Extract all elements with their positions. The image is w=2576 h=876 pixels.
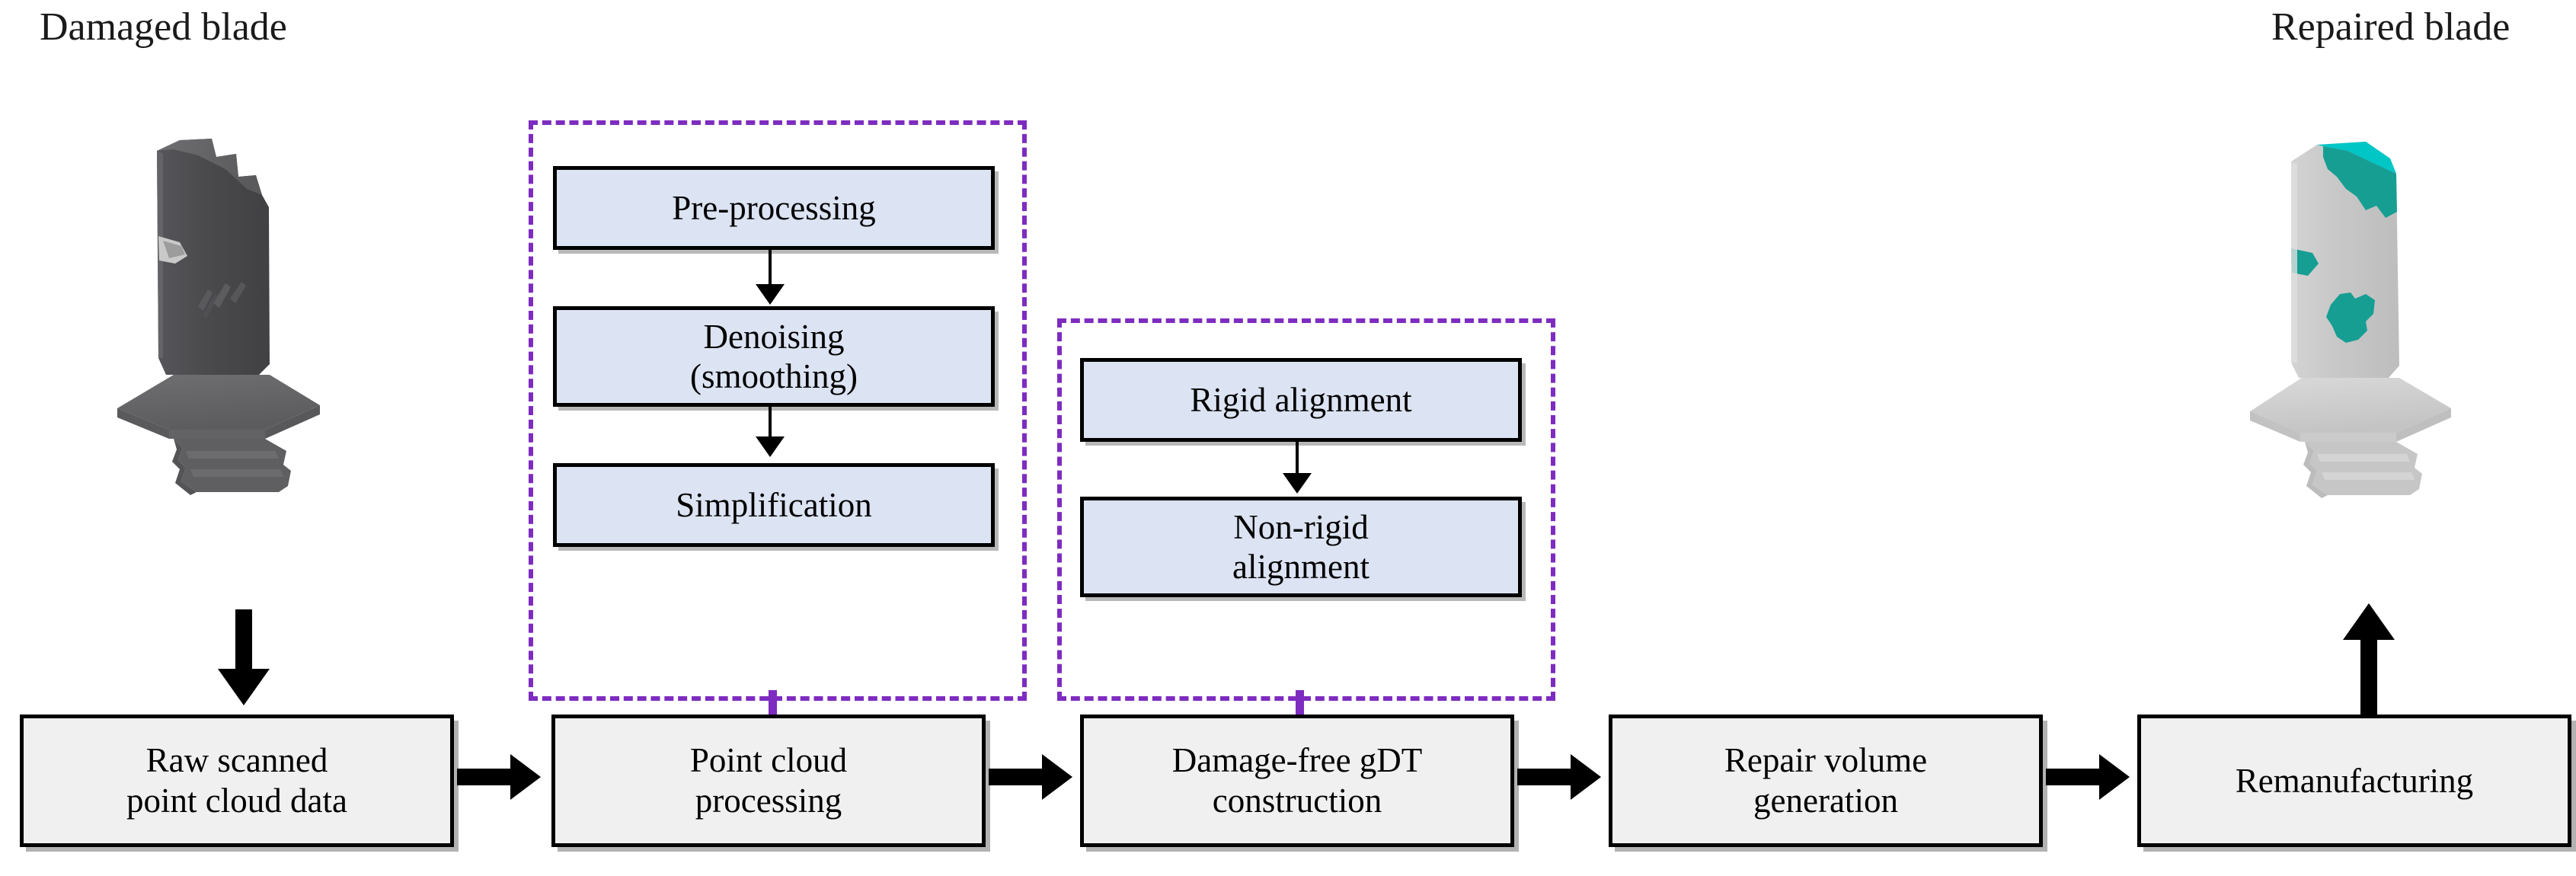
process-step-raw-scan-line1: Raw scanned [145, 741, 328, 779]
arrow-denoise-to-simplify-shaft [769, 403, 772, 441]
arrow-remanufacturing-to-repaired-blade-head [2343, 603, 2395, 640]
substep-non-rigid-alignment-label-line2: alignment [1232, 548, 1369, 586]
arrow-rigid-to-nonrigid-head [1283, 473, 1312, 494]
arrow-repair-volume-to-remanufacturing-shaft [2046, 769, 2105, 785]
repaired-blade-title: Repaired blade [2271, 5, 2510, 49]
damaged-blade-render [84, 107, 404, 518]
arrow-remanufacturing-to-repaired-blade-shaft [2360, 625, 2377, 716]
process-step-point-cloud-processing-line2: processing [695, 782, 842, 820]
substep-simplification-label: Simplification [676, 486, 872, 524]
arrow-denoise-to-simplify-head [756, 436, 785, 457]
substep-rigid-alignment-label: Rigid alignment [1190, 381, 1412, 419]
substep-denoising[interactable]: Denoising (smoothing) [553, 306, 995, 407]
arrow-processing-to-gdt-head [1042, 754, 1072, 800]
arrow-damaged-blade-to-raw-scan-head [218, 669, 270, 705]
process-step-gdt-construction-line1: Damage-free gDT [1171, 741, 1423, 779]
process-step-remanufacturing-line1: Remanufacturing [2235, 761, 2474, 800]
substep-non-rigid-alignment[interactable]: Non-rigid alignment [1080, 497, 1522, 597]
process-step-repair-volume-generation-line2: generation [1753, 782, 1898, 820]
arrow-pre-to-denoise-shaft [769, 246, 772, 289]
arrow-gdt-to-repair-volume-shaft [1517, 769, 1577, 785]
process-step-point-cloud-processing[interactable]: Point cloud processing [551, 715, 986, 847]
arrow-processing-to-gdt-shaft [989, 769, 1048, 785]
substep-non-rigid-alignment-label-line1: Non-rigid [1233, 508, 1369, 546]
gdt-construction-group-frame [1057, 318, 1555, 701]
substep-pre-processing-label: Pre-processing [672, 189, 876, 227]
process-step-raw-scan[interactable]: Raw scanned point cloud data [20, 715, 454, 847]
substep-simplification[interactable]: Simplification [553, 463, 995, 547]
group-to-step-connector-gdt [1296, 690, 1304, 734]
process-step-point-cloud-processing-line1: Point cloud [689, 741, 848, 779]
arrow-rigid-to-nonrigid-shaft [1296, 438, 1299, 478]
process-step-raw-scan-line2: point cloud data [126, 782, 347, 820]
process-step-gdt-construction-line2: construction [1212, 782, 1382, 820]
substep-denoising-label-line2: (smoothing) [690, 357, 858, 395]
arrow-raw-to-processing-head [510, 754, 541, 800]
substep-pre-processing[interactable]: Pre-processing [553, 166, 995, 250]
arrow-damaged-blade-to-raw-scan-shaft [235, 609, 252, 675]
repaired-blade-render [2216, 114, 2536, 518]
substep-denoising-label-line1: Denoising [703, 318, 845, 356]
arrow-gdt-to-repair-volume-head [1571, 754, 1601, 800]
group-to-step-connector-point-cloud [769, 690, 777, 734]
process-step-remanufacturing[interactable]: Remanufacturing [2137, 715, 2571, 847]
arrow-pre-to-denoise-head [756, 284, 785, 305]
arrow-repair-volume-to-remanufacturing-head [2099, 754, 2130, 800]
damaged-blade-title: Damaged blade [40, 5, 287, 49]
point-cloud-processing-group-frame [529, 120, 1027, 701]
process-step-gdt-construction[interactable]: Damage-free gDT construction [1080, 715, 1514, 847]
substep-rigid-alignment[interactable]: Rigid alignment [1080, 358, 1522, 442]
process-step-repair-volume-generation[interactable]: Repair volume generation [1609, 715, 2043, 847]
process-step-repair-volume-generation-line1: Repair volume [1724, 741, 1928, 779]
arrow-raw-to-processing-shaft [457, 769, 516, 785]
